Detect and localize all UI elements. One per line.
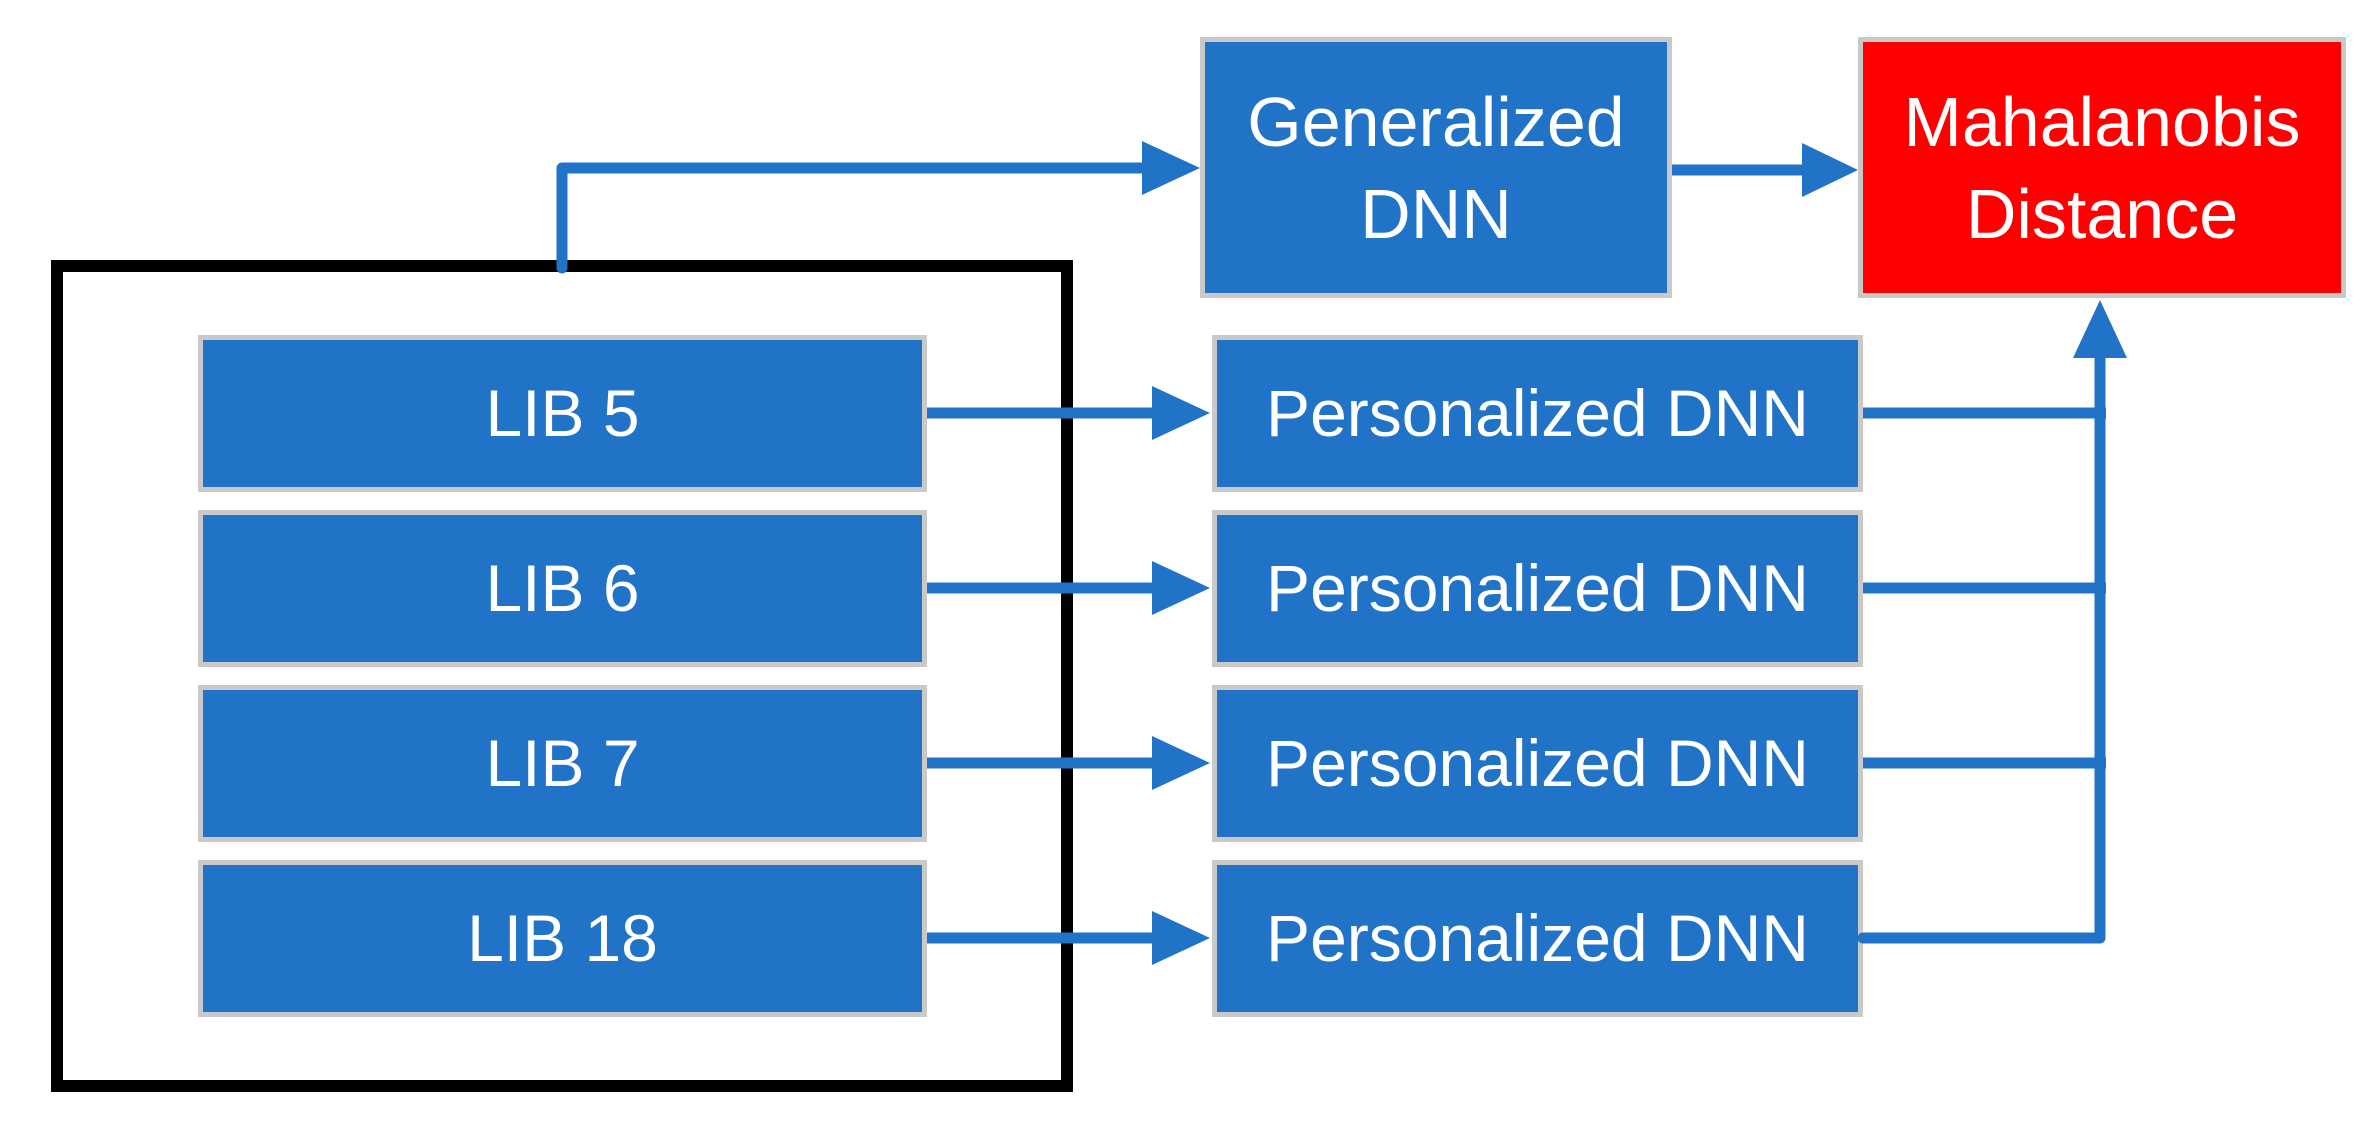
node-lib-7: LIB 7: [198, 685, 927, 842]
node-lib-6: LIB 6: [198, 510, 927, 667]
arrow-container-to-generalized-line: [556, 162, 1148, 274]
node-mahalanobis-distance: Mahalanobis Distance: [1858, 37, 2346, 298]
node-personalized-dnn-2-label: Personalized DNN: [1266, 550, 1809, 625]
node-personalized-dnn-3-label: Personalized DNN: [1266, 725, 1809, 800]
arrow-lib7-head: [1152, 736, 1210, 790]
node-personalized-dnn-4: Personalized DNN: [1212, 860, 1863, 1017]
node-lib-6-label: LIB 6: [485, 550, 640, 625]
node-lib-18: LIB 18: [198, 860, 927, 1017]
node-generalized-dnn-line1: Generalized: [1247, 82, 1625, 161]
node-mahalanobis-distance-line1: Mahalanobis: [1903, 82, 2301, 161]
merge-vertical-line: [1857, 350, 2106, 944]
node-mahalanobis-distance-line2: Distance: [1965, 174, 2239, 253]
node-lib-18-label: LIB 18: [467, 900, 658, 975]
arrow-generalized-to-mahalanobis-head: [1802, 143, 1858, 197]
node-personalized-dnn-1: Personalized DNN: [1212, 335, 1863, 492]
arrow-lib18-head: [1152, 911, 1210, 965]
node-personalized-dnn-4-label: Personalized DNN: [1266, 900, 1809, 975]
node-personalized-dnn-3: Personalized DNN: [1212, 685, 1863, 842]
node-generalized-dnn: Generalized DNN: [1200, 37, 1672, 298]
arrow-generalized-to-mahalanobis: [1672, 143, 1858, 197]
node-lib-5: LIB 5: [198, 335, 927, 492]
arrow-lib5-head: [1152, 386, 1210, 440]
merge-arrow-head: [2073, 300, 2127, 358]
node-personalized-dnn-2: Personalized DNN: [1212, 510, 1863, 667]
arrow-container-to-generalized: [556, 141, 1200, 274]
arrow-personalized-merge-to-mahalanobis: [1857, 300, 2127, 944]
arrow-lib6-head: [1152, 561, 1210, 615]
arrow-container-to-generalized-head: [1142, 141, 1200, 195]
node-lib-5-label: LIB 5: [485, 375, 640, 450]
node-generalized-dnn-line2: DNN: [1360, 174, 1512, 253]
node-lib-7-label: LIB 7: [485, 725, 640, 800]
node-personalized-dnn-1-label: Personalized DNN: [1266, 375, 1809, 450]
